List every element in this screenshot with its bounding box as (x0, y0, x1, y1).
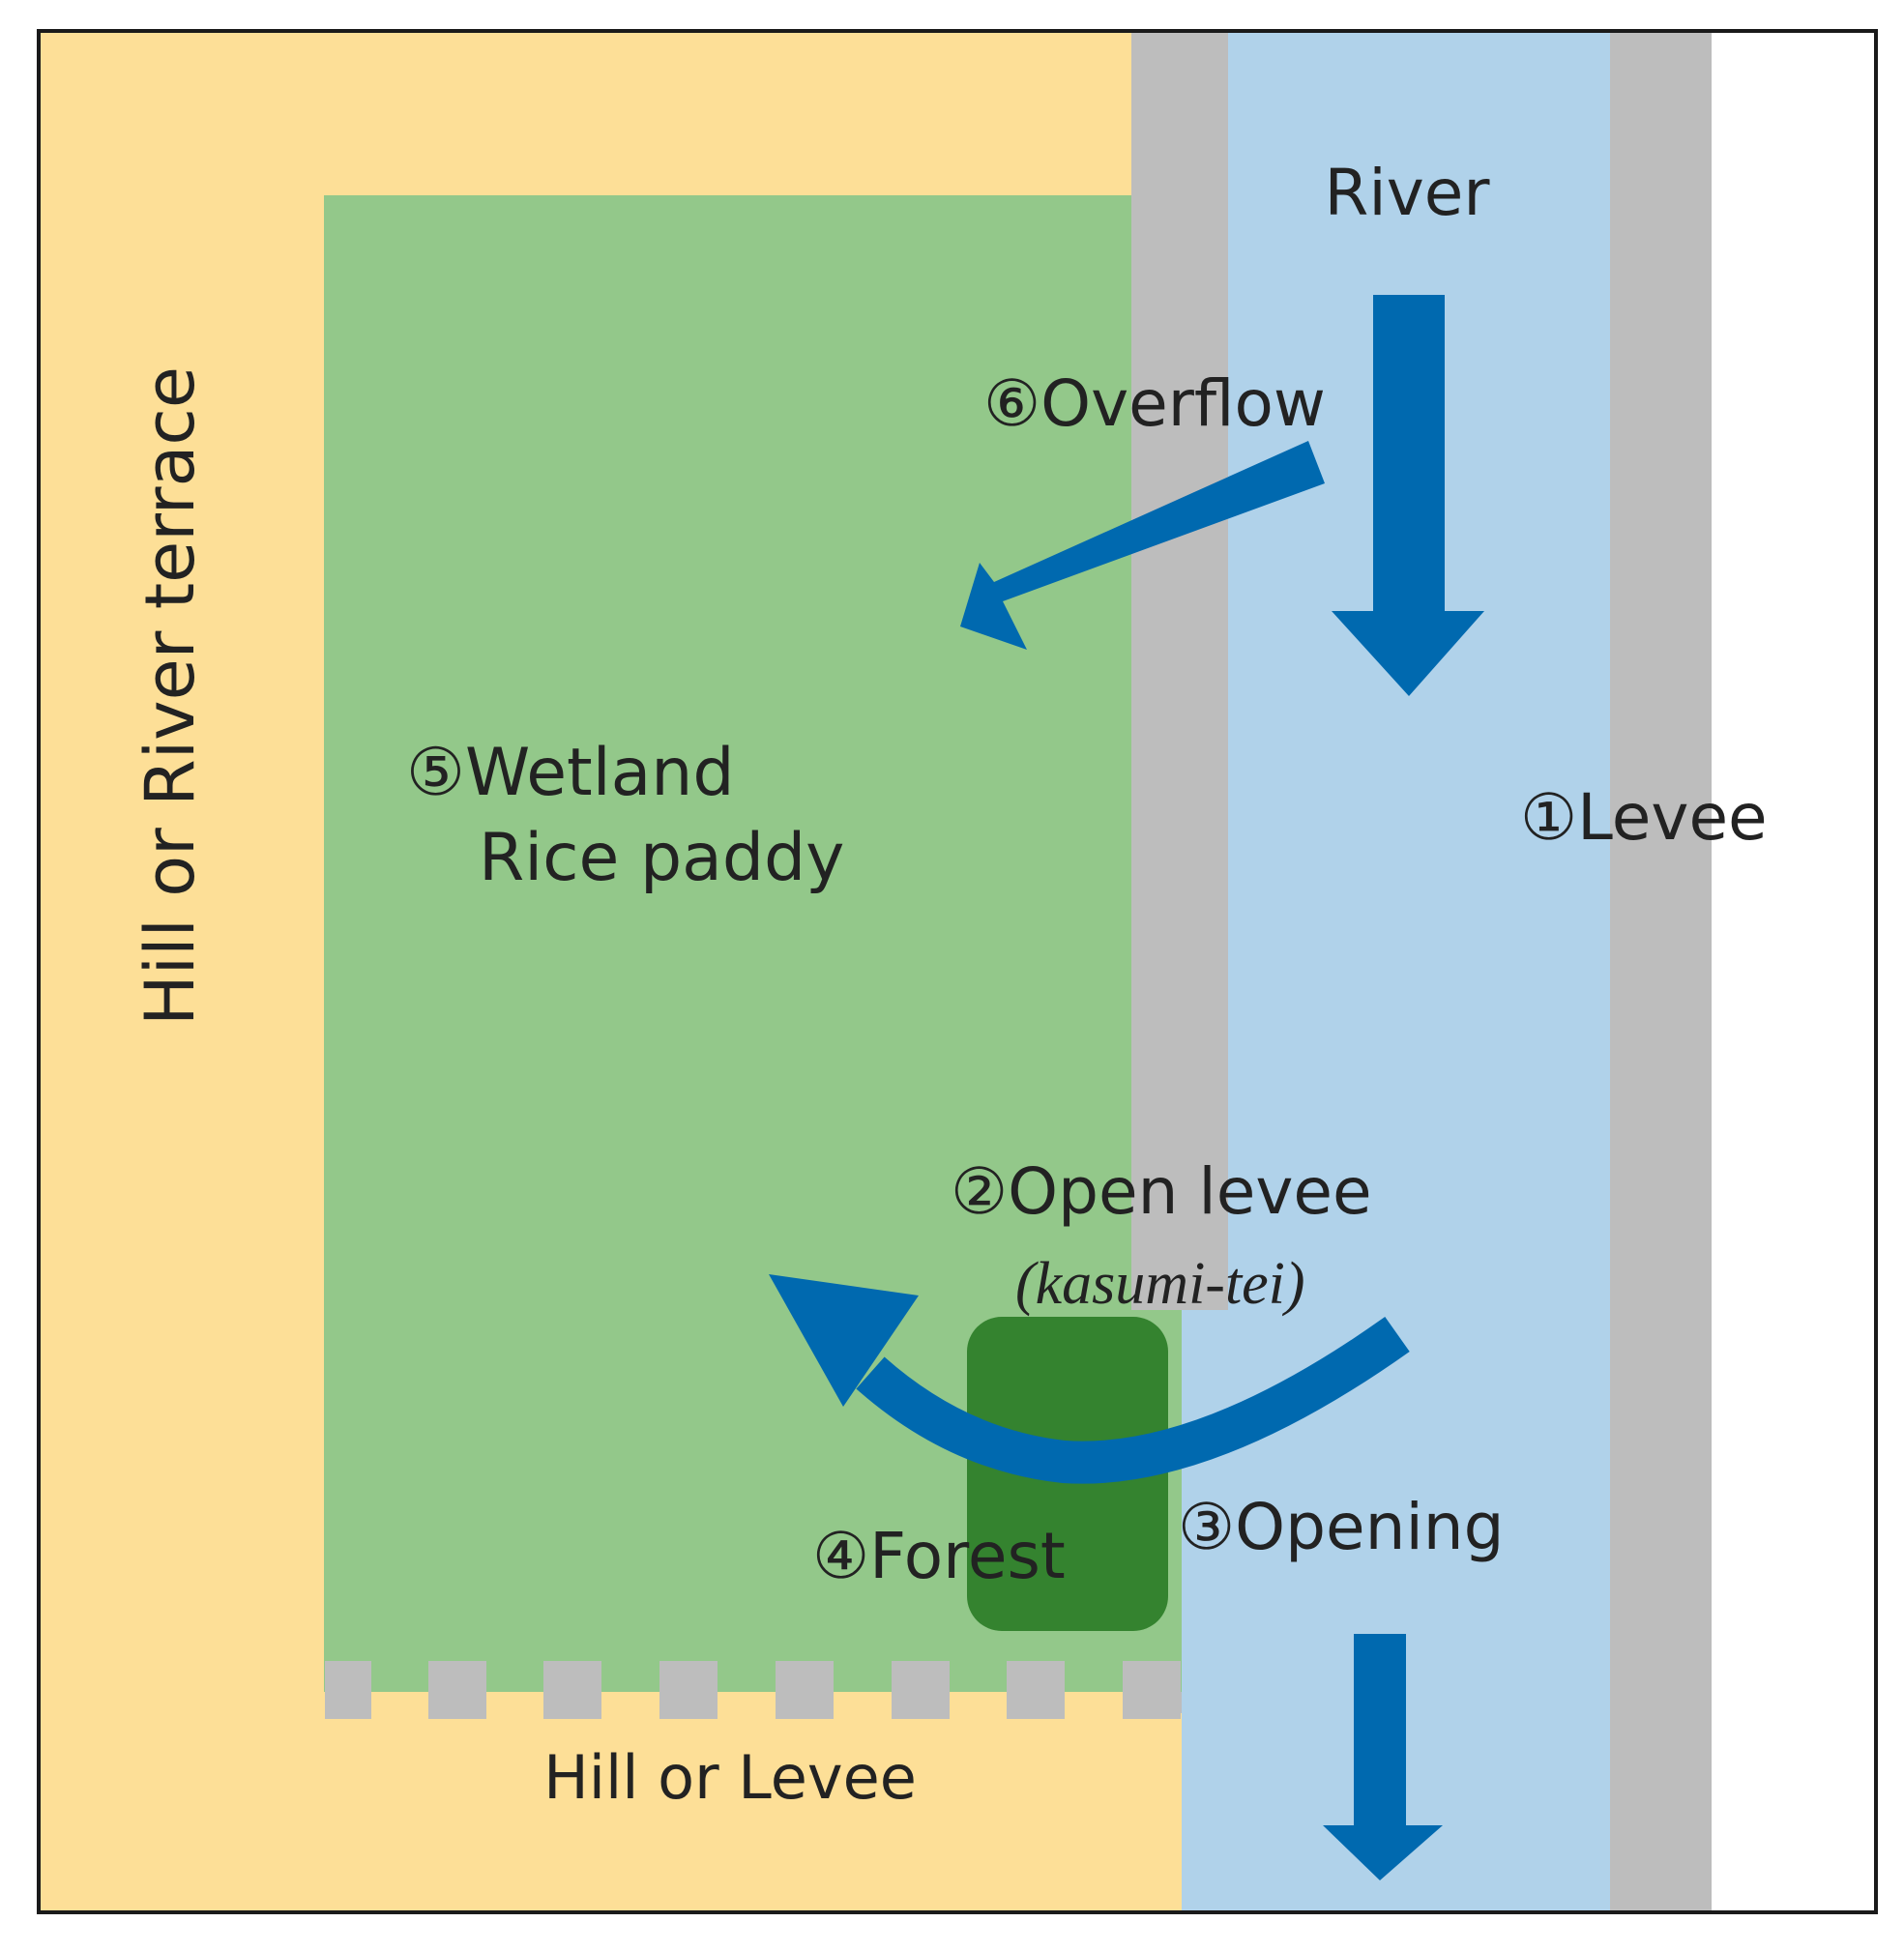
river-flow-arrow (1332, 295, 1484, 696)
forest-label: ④Forest (812, 1519, 1066, 1593)
wetland-label-line1: ⑤Wetland (406, 735, 735, 811)
wetland-label-line2: Rice paddy (479, 820, 844, 896)
levee-label: ①Levee (1520, 780, 1768, 855)
dashed-boundary (325, 1661, 1181, 1719)
down-arrow-icon (1332, 295, 1484, 696)
river-opening-water (1182, 1310, 1230, 1912)
outer-levee (1610, 31, 1712, 1912)
overflow-label: ⑥Overflow (983, 366, 1326, 441)
diagram-frame (37, 29, 1878, 1914)
outer-land (1712, 31, 1876, 1912)
hill-terrace-label: Hill or River terrace (131, 366, 210, 1026)
river-label: River (1325, 156, 1491, 230)
overflow-arrow (960, 441, 1325, 650)
curved-arrow-head (769, 1274, 919, 1407)
open-levee-label: ②Open levee (951, 1154, 1372, 1229)
diagonal-arrow-icon (960, 441, 1325, 650)
curved-arrow-icon (856, 1317, 1410, 1484)
river-outflow-arrow (1323, 1634, 1443, 1880)
opening-label: ③Opening (1178, 1490, 1505, 1564)
hill-levee-label: Hill or Levee (543, 1742, 917, 1813)
backflow-arrow (769, 1274, 1410, 1484)
down-arrow-icon (1323, 1634, 1443, 1880)
kasumi-tei-label: (kasumi-tei) (1015, 1251, 1305, 1317)
